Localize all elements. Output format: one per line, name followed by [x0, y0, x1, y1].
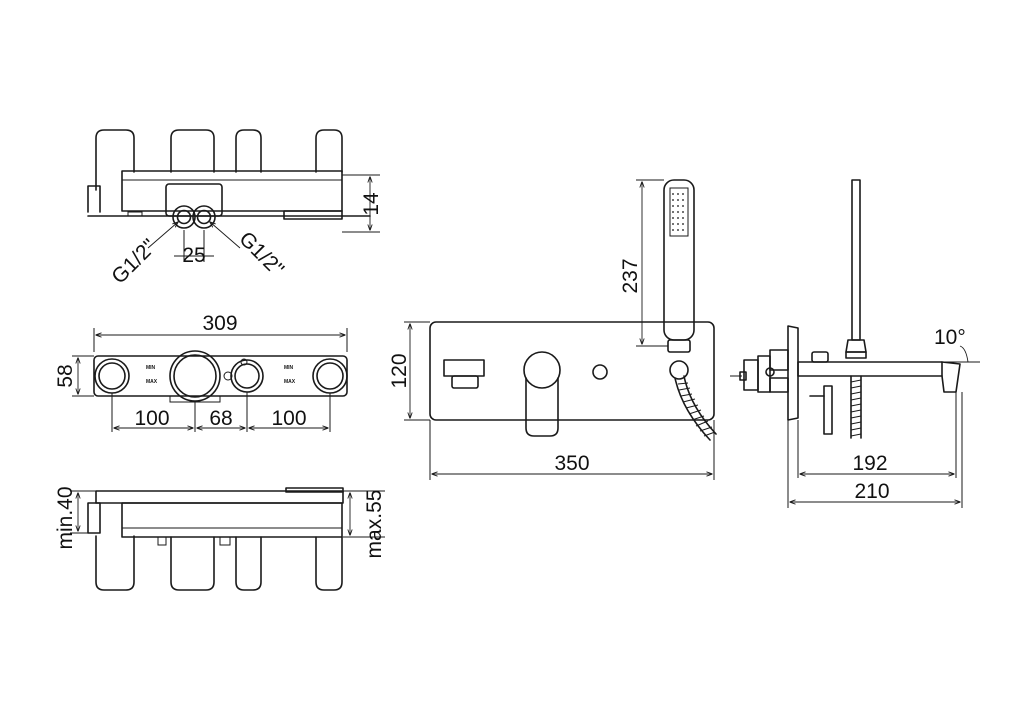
- body-front-view: MIN MAX MIN MAX: [93, 350, 348, 403]
- dim-max55-label: max.55: [363, 490, 386, 559]
- dimension-min-40: min.40: [54, 486, 100, 550]
- dimension-spacing-chain: 100 68 100: [111, 392, 331, 432]
- body-side-view: [87, 487, 344, 591]
- dim-14-label: 14: [360, 192, 383, 216]
- dim-100-left-label: 100: [134, 407, 169, 430]
- dimension-angle-10: 10°: [934, 326, 980, 363]
- dim-100-right-label: 100: [271, 407, 306, 430]
- thread-left-label: G1/2": [107, 235, 161, 289]
- max-marking-right: MAX: [284, 379, 296, 385]
- min-marking-right: MIN: [284, 365, 294, 371]
- dimension-projection-192: 192: [797, 392, 957, 478]
- dimension-plate-350: 350: [429, 420, 715, 480]
- dimension-handshower-237: 237: [619, 179, 668, 347]
- max-marking-left: MAX: [146, 379, 158, 385]
- body-top-view: [87, 129, 371, 229]
- dim-237-label: 237: [619, 258, 642, 293]
- dimension-pitch-25: 25: [174, 230, 214, 267]
- dim-309-label: 309: [202, 312, 237, 335]
- dimension-max-55: max.55: [343, 490, 386, 559]
- dimension-projection-210: 210: [787, 392, 963, 508]
- handshower-spray-nozzles: [672, 193, 684, 231]
- dim-120-label: 120: [388, 353, 411, 388]
- dim-350-label: 350: [554, 452, 589, 475]
- min-marking-left: MIN: [146, 365, 156, 371]
- dimension-width-309: 309: [93, 312, 348, 352]
- dim-25-label: 25: [182, 244, 205, 267]
- thread-right-label: G1/2": [234, 227, 288, 281]
- mixer-side-view: [730, 179, 961, 439]
- dim-210-label: 210: [854, 480, 889, 503]
- dimension-height-14: 14: [342, 174, 383, 233]
- dim-min40-label: min.40: [54, 486, 77, 549]
- dimension-plate-120: 120: [388, 321, 430, 421]
- dim-192-label: 192: [852, 452, 887, 475]
- dim-58-label: 58: [54, 364, 77, 387]
- mixer-front-view: [429, 179, 717, 441]
- dim-angle-label: 10°: [934, 326, 966, 349]
- dim-68-label: 68: [209, 407, 232, 430]
- dimension-height-58: 58: [54, 355, 94, 397]
